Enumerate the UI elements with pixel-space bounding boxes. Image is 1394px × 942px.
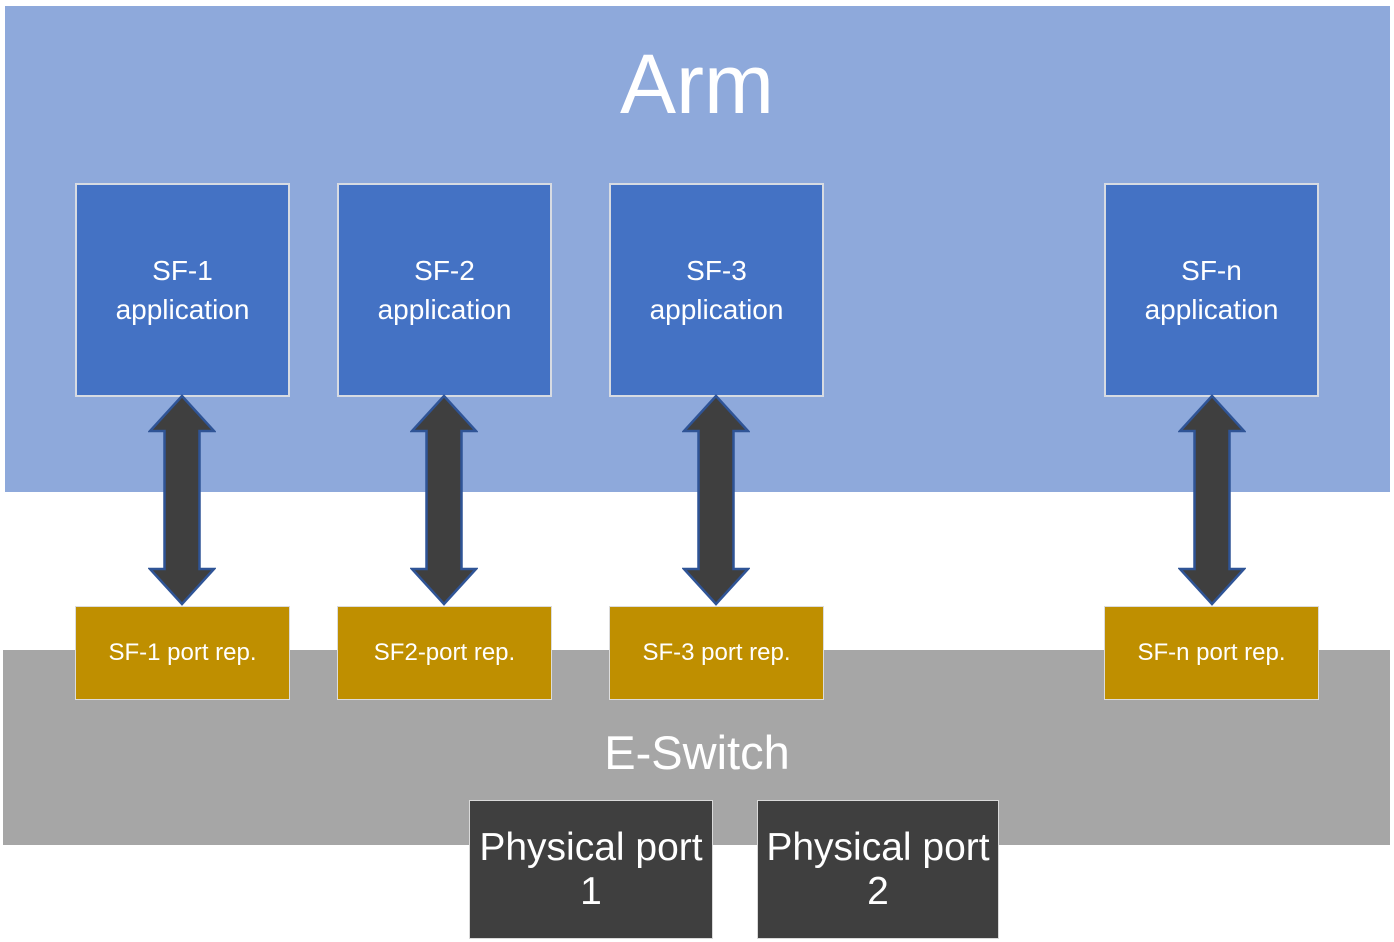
sfn-application-label-line1: SF-n <box>1181 255 1242 286</box>
sf1-application-label-line2: application <box>115 294 250 325</box>
sf1-application-box: SF-1 application <box>75 183 290 397</box>
sfn-port-rep-label: SF-n port rep. <box>1137 639 1286 666</box>
eswitch-title: E-Switch <box>604 726 790 779</box>
sf1-bidirectional-arrow-icon <box>148 394 216 606</box>
sf3-port-rep-box: SF-3 port rep. <box>609 606 824 700</box>
sf2-application-box: SF-2 application <box>337 183 552 397</box>
sf3-application-label-line2: application <box>649 294 784 325</box>
sfn-application-box: SF-n application <box>1104 183 1319 397</box>
sf3-bidirectional-arrow-icon <box>682 394 750 606</box>
physical-port-1-box: Physical port 1 <box>469 800 713 939</box>
sf2-application-label-line2: application <box>377 294 512 325</box>
sf1-port-rep-box: SF-1 port rep. <box>75 606 290 700</box>
sf2-application-label-line1: SF-2 <box>414 255 475 286</box>
sf1-application-label-line1: SF-1 <box>152 255 213 286</box>
physical-port-1-label: Physical port 1 <box>479 825 703 913</box>
physical-port-2-label: Physical port 2 <box>766 825 990 913</box>
sf3-port-rep-label: SF-3 port rep. <box>642 639 791 666</box>
sf2-bidirectional-arrow-icon <box>410 394 478 606</box>
sf3-application-label-line1: SF-3 <box>686 255 747 286</box>
physical-port-2-box: Physical port 2 <box>757 800 999 939</box>
sf1-port-rep-label: SF-1 port rep. <box>108 639 257 666</box>
sfn-application-label-line2: application <box>1144 294 1279 325</box>
sf3-application-box: SF-3 application <box>609 183 824 397</box>
sf2-port-rep-label: SF2-port rep. <box>373 639 516 666</box>
sfn-port-rep-box: SF-n port rep. <box>1104 606 1319 700</box>
arm-region-title: Arm <box>620 37 774 131</box>
sfn-bidirectional-arrow-icon <box>1178 394 1246 606</box>
sf2-port-rep-box: SF2-port rep. <box>337 606 552 700</box>
